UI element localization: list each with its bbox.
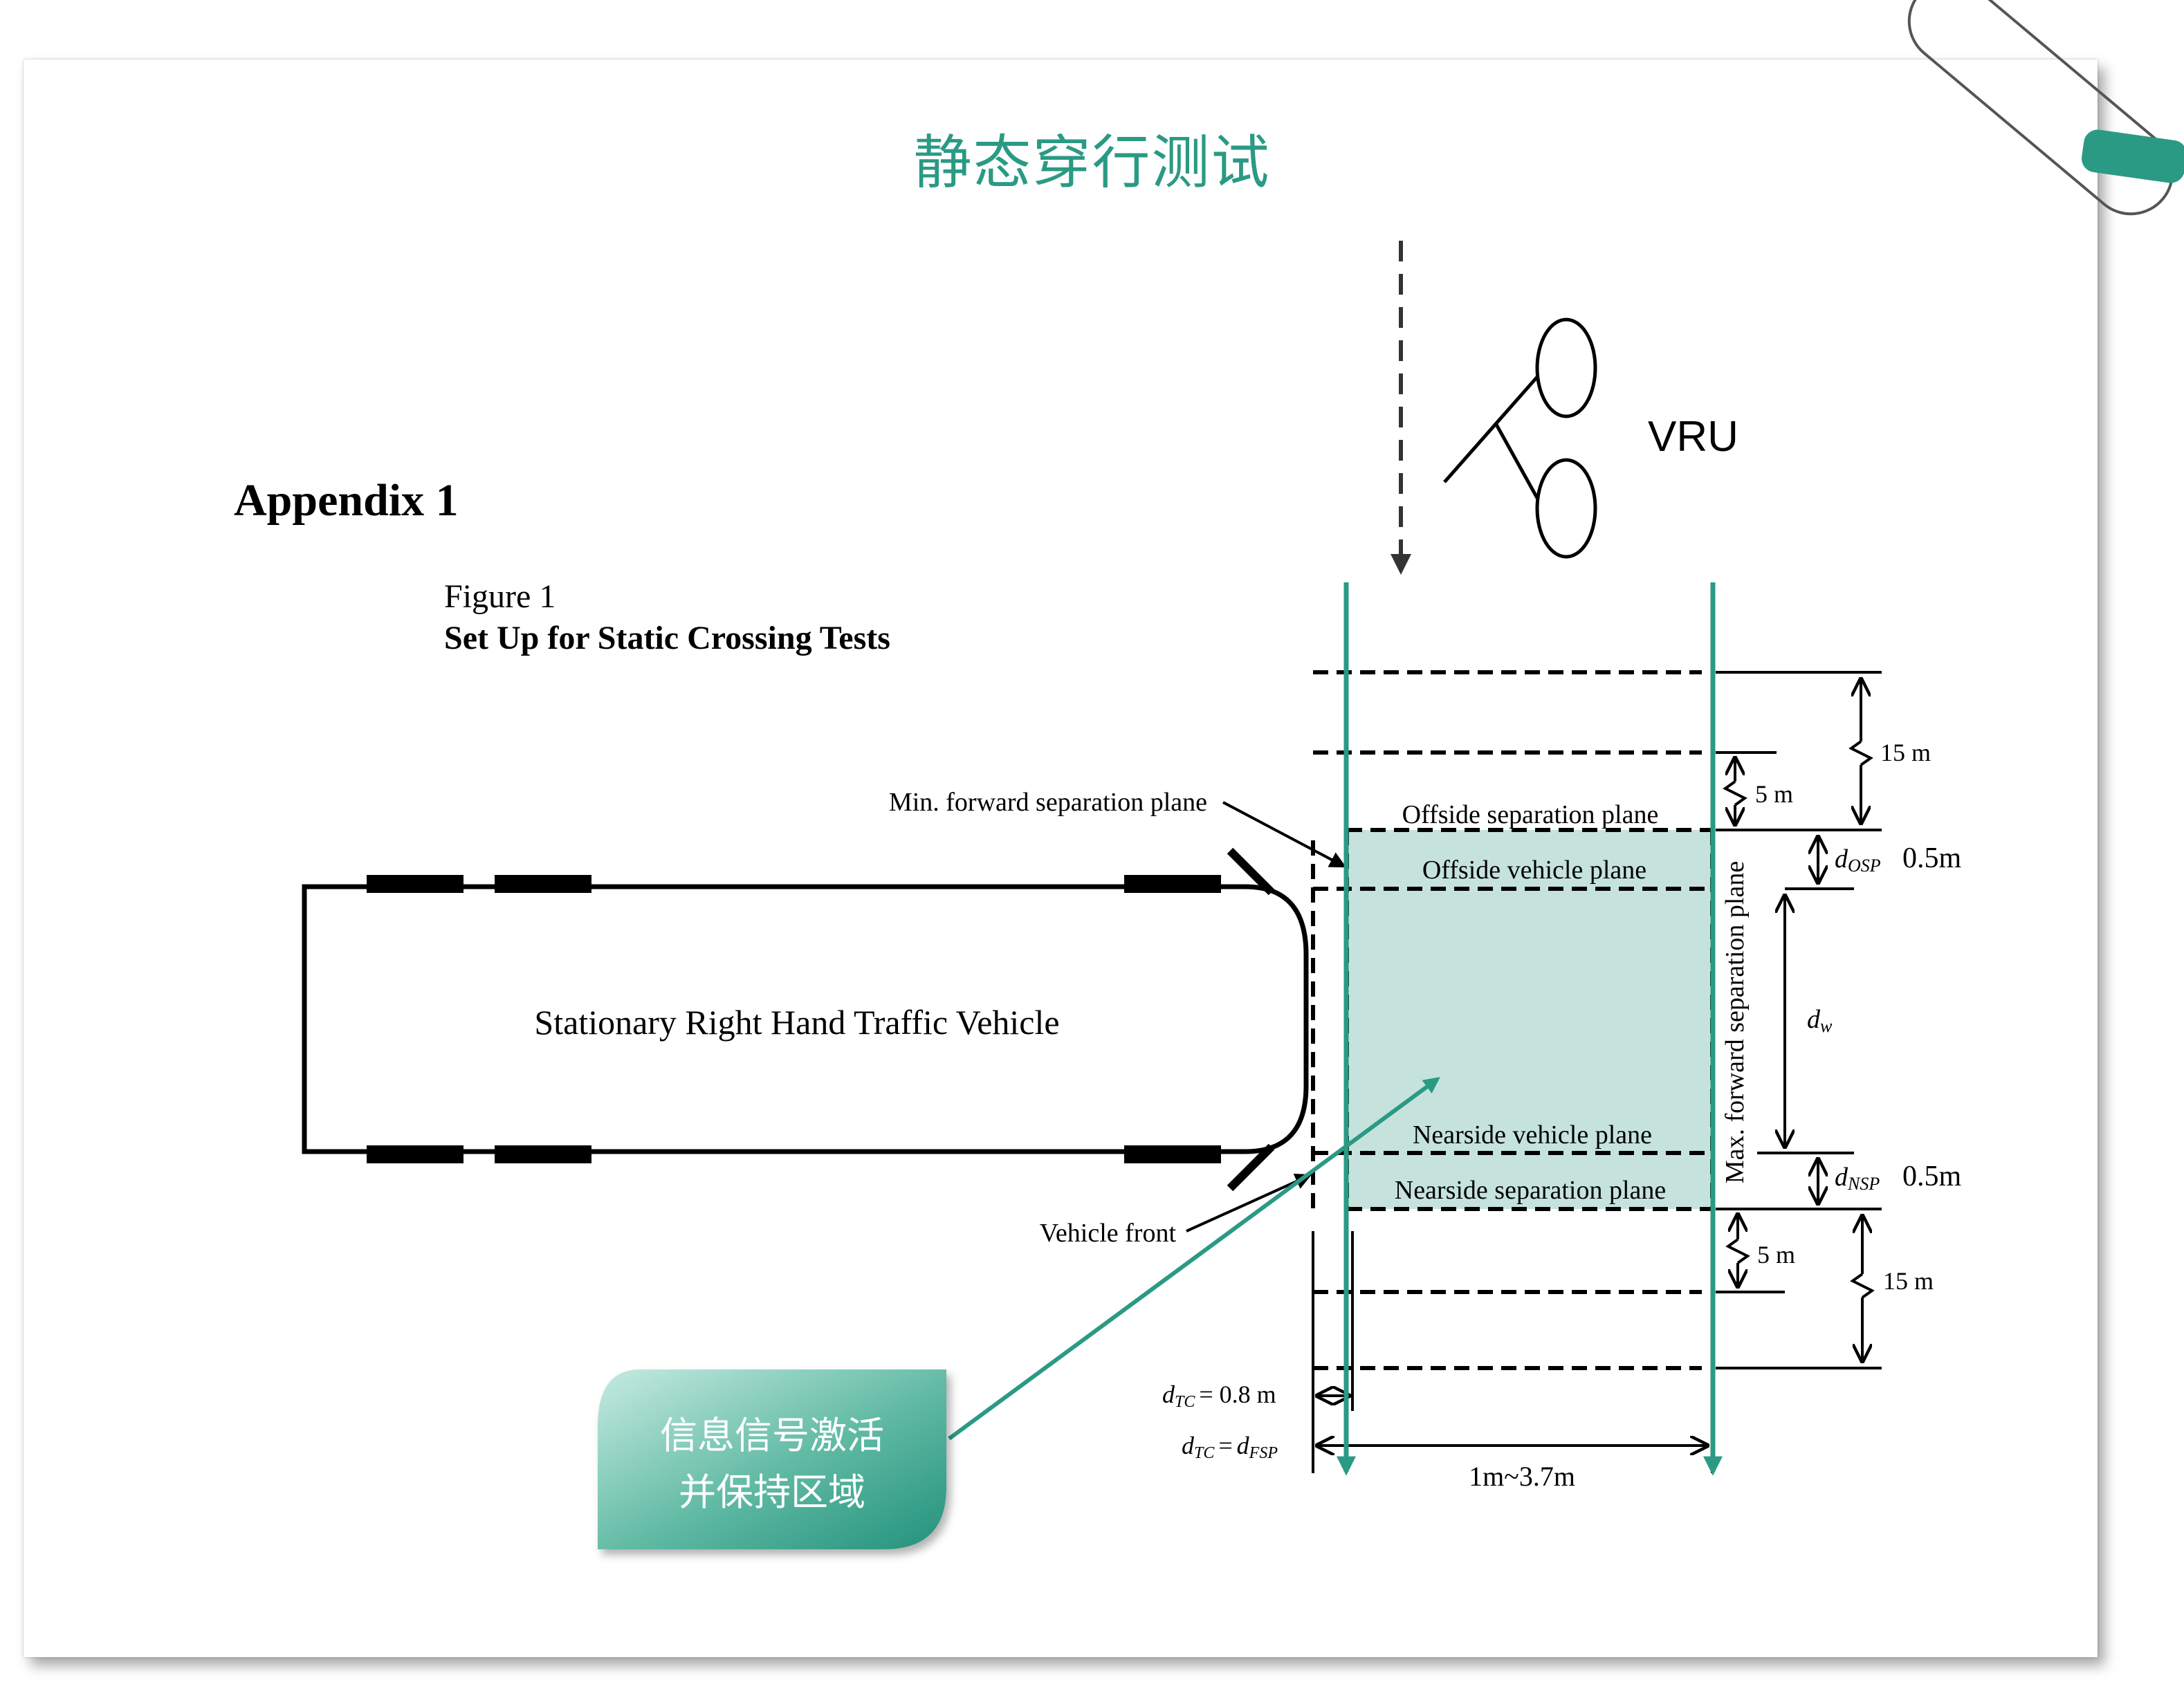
callout-line-2: 并保持区域 xyxy=(679,1470,865,1514)
d-osp-symbol: dOSP xyxy=(1835,844,1881,876)
bottom-15m-label: 15 m xyxy=(1883,1267,1934,1295)
nearside-separation-label: Nearside separation plane xyxy=(1395,1176,1667,1205)
wheel-icon xyxy=(367,875,464,893)
d-nsp-value: 0.5m xyxy=(1902,1161,1962,1192)
vehicle-front-leader xyxy=(1186,1173,1312,1233)
paperclip-icon xyxy=(1907,0,2184,216)
range-label: 1m~3.7m xyxy=(1469,1461,1575,1492)
figure-number: Figure 1 xyxy=(444,578,556,615)
top-15m-dimension xyxy=(1848,679,1873,823)
top-5m-dimension xyxy=(1723,758,1747,824)
dtc-label: dTC= 0.8 m xyxy=(1162,1381,1276,1411)
bottom-5m-dimension xyxy=(1725,1215,1750,1286)
slide-title: 静态穿行测试 xyxy=(913,129,1271,196)
d-w-symbol: dw xyxy=(1807,1005,1833,1036)
wheel-icon xyxy=(367,1145,464,1163)
slide-card xyxy=(24,59,2098,1657)
appendix-heading: Appendix 1 xyxy=(234,475,459,526)
offside-vehicle-label: Offside vehicle plane xyxy=(1422,856,1646,885)
max-forward-label: Max. forward separation plane xyxy=(1720,861,1750,1183)
min-forward-leader xyxy=(1222,801,1347,868)
vru-label: VRU xyxy=(1648,413,1738,461)
vehicle-body xyxy=(302,847,1309,1192)
bicycle-icon xyxy=(1443,317,1597,559)
wheel-icon xyxy=(495,875,591,893)
callout-box xyxy=(598,1369,946,1549)
front-mirror-icon xyxy=(1227,847,1275,896)
top-15m-label: 15 m xyxy=(1880,739,1931,766)
figure-title: Set Up for Static Crossing Tests xyxy=(444,620,890,656)
wheel-icon xyxy=(495,1145,591,1163)
vehicle-front-label: Vehicle front xyxy=(1040,1219,1177,1248)
top-5m-label: 5 m xyxy=(1755,780,1793,808)
dtc-fsp-label: dTC=dFSP xyxy=(1182,1432,1278,1462)
bottom-15m-dimension xyxy=(1850,1216,1875,1361)
d-nsp-symbol: dNSP xyxy=(1835,1163,1880,1194)
callout-line-1: 信息信号激活 xyxy=(660,1414,884,1457)
nearside-vehicle-label: Nearside vehicle plane xyxy=(1413,1120,1652,1150)
wheel-icon xyxy=(1124,875,1221,893)
front-mirror-icon xyxy=(1227,1143,1275,1192)
vehicle-label: Stationary Right Hand Traffic Vehicle xyxy=(534,1003,1059,1042)
bottom-5m-label: 5 m xyxy=(1757,1241,1795,1268)
callout-pointer xyxy=(948,1077,1440,1441)
d-osp-value: 0.5m xyxy=(1902,842,1962,874)
min-forward-label: Min. forward separation plane xyxy=(889,788,1207,817)
dimension-ticks xyxy=(1716,671,1882,1369)
lateral-dimension-lines xyxy=(1312,1231,1714,1473)
activation-zone xyxy=(1347,830,1712,1209)
wheel-icon xyxy=(1124,1145,1221,1163)
offside-separation-label: Offside separation plane xyxy=(1402,800,1659,829)
